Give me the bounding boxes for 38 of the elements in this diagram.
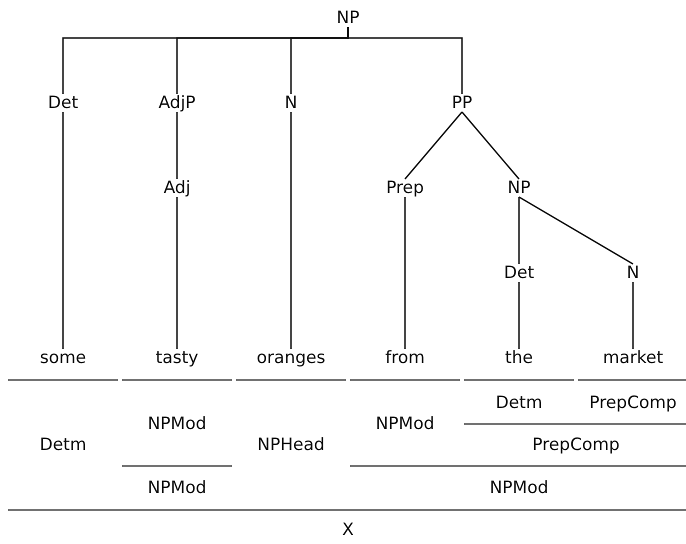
tree-branch xyxy=(632,282,634,349)
function-label: PrepComp xyxy=(531,435,621,455)
tree-branch xyxy=(518,282,520,349)
tree-branch xyxy=(404,197,406,349)
function-label: PrepComp xyxy=(588,393,678,413)
function-label: NPMod xyxy=(146,414,208,434)
tree-branch xyxy=(347,27,463,94)
function-label: X xyxy=(341,520,355,540)
function-label: NPMod xyxy=(488,478,550,498)
tree-branch xyxy=(62,112,64,349)
tree-node-label: Det xyxy=(46,93,80,113)
tree-branch xyxy=(290,112,292,349)
tree-node-label: AdjP xyxy=(157,93,197,113)
tree-node-label: from xyxy=(384,348,426,368)
tree-branch xyxy=(518,197,520,264)
function-label: NPMod xyxy=(374,414,436,434)
function-label: NPMod xyxy=(146,478,208,498)
tree-node-label: market xyxy=(602,348,664,368)
tree-node-label: N xyxy=(626,263,640,283)
tree-node-label: some xyxy=(38,348,88,368)
tree-node-label: the xyxy=(504,348,534,368)
tree-branch xyxy=(518,196,634,265)
tree-branch xyxy=(404,112,463,180)
tree-node-label: NP xyxy=(506,178,532,198)
function-label: Detm xyxy=(38,435,88,455)
tree-node-label: Adj xyxy=(162,178,192,198)
tree-node-label: tasty xyxy=(154,348,200,368)
tree-branch xyxy=(176,197,178,349)
tree-node-label: Det xyxy=(502,263,536,283)
tree-branch xyxy=(176,112,178,179)
tree-node-label: NP xyxy=(336,8,360,28)
function-label: Detm xyxy=(494,393,544,413)
tree-branch xyxy=(461,112,520,180)
tree-node-label: oranges xyxy=(256,348,326,368)
tree-node-label: PP xyxy=(450,93,474,113)
tree-node-label: Prep xyxy=(385,178,425,198)
function-label: NPHead xyxy=(256,435,326,455)
tree-node-label: N xyxy=(284,93,298,113)
